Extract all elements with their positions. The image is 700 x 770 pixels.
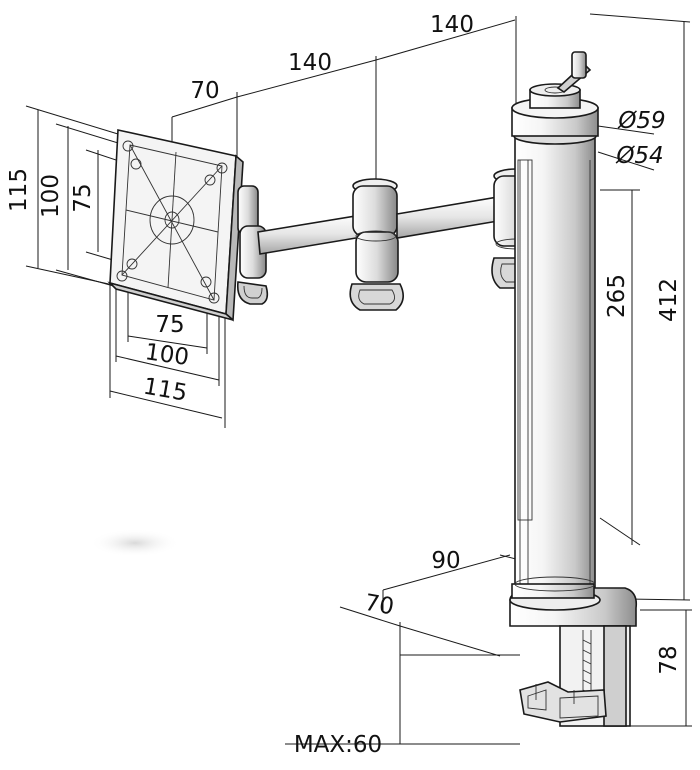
arm-segment-2: [396, 195, 505, 239]
collar-diameter: Ø59: [617, 108, 665, 134]
clamp-max: MAX:60: [294, 732, 382, 758]
arm-segment-1: [257, 213, 369, 255]
vesa-width-75: 75: [155, 312, 184, 338]
arm2-length-140: 140: [430, 12, 474, 38]
base-clamp: [509, 576, 638, 727]
height-adjust-265: 265: [604, 274, 630, 318]
base-depth-90: 90: [431, 548, 460, 574]
vesa-height-115: 115: [6, 168, 32, 212]
smudge: [90, 529, 180, 557]
head-length-70: 70: [190, 78, 219, 104]
pole: [511, 51, 599, 597]
dimension-labels: 115 100 75 75 100 115 70 140 140 Ø59 Ø54…: [6, 12, 682, 758]
base-depth-70: 70: [363, 590, 396, 621]
clamp-height-78: 78: [656, 645, 682, 674]
middle-joint: [349, 178, 404, 311]
vesa-width-115: 115: [141, 373, 189, 406]
vesa-height-75: 75: [70, 183, 96, 212]
pole-diameter: Ø54: [615, 143, 663, 169]
vesa-height-100: 100: [38, 174, 64, 218]
vesa-plate: [107, 129, 244, 322]
vesa-width-100: 100: [143, 339, 190, 371]
arm1-length-140: 140: [288, 50, 332, 76]
total-height-412: 412: [656, 278, 682, 322]
